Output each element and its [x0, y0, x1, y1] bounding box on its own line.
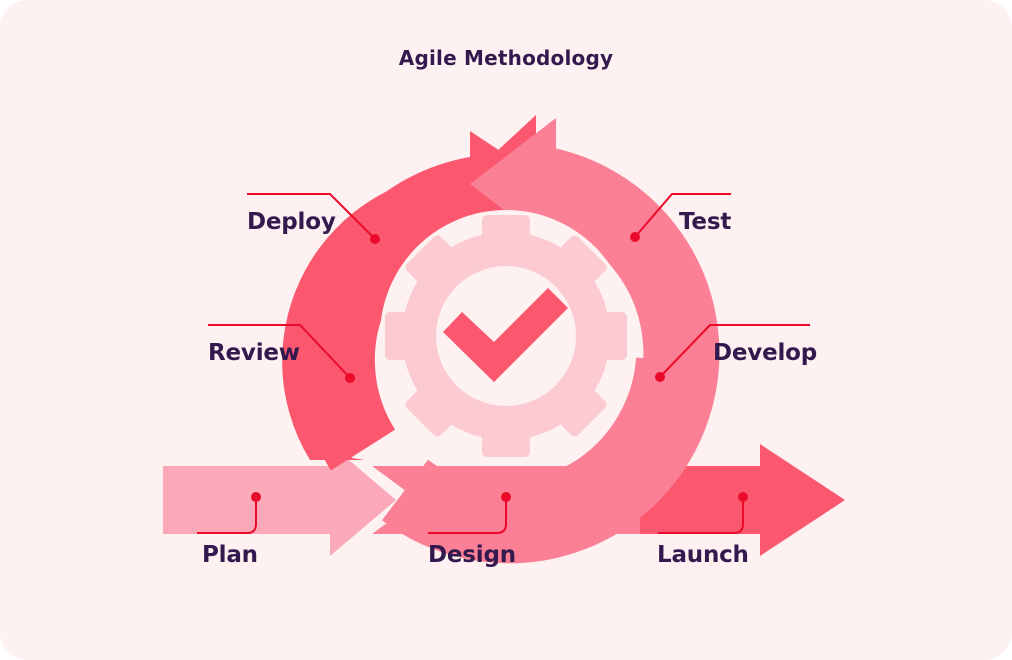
develop-leader [659, 324, 810, 378]
leader-lines [197, 193, 810, 534]
plan-dot [251, 492, 261, 502]
stage-label-review[interactable]: Review [208, 340, 300, 366]
stage-label-test[interactable]: Test [679, 209, 732, 235]
plan-leader [197, 497, 257, 534]
deploy-leader [247, 193, 376, 240]
plan-arrow-shape [163, 444, 396, 556]
develop-dot [655, 372, 665, 382]
stage-label-design[interactable]: Design [428, 542, 516, 568]
deploy-dot [370, 234, 380, 244]
test-dot [630, 232, 640, 242]
stage-label-deploy[interactable]: Deploy [247, 209, 336, 235]
review-leader [208, 324, 351, 379]
stage-label-develop[interactable]: Develop [713, 340, 818, 366]
review-dot [345, 373, 355, 383]
check-icon-stroke [443, 288, 568, 382]
design-dot [501, 492, 511, 502]
spiral-tail [415, 356, 704, 551]
test-leader [634, 193, 731, 238]
stage-label-plan[interactable]: Plan [202, 542, 258, 568]
launch-dot [738, 492, 748, 502]
launch-leader [658, 497, 744, 534]
stage-label-launch[interactable]: Launch [657, 542, 749, 568]
design-leader [428, 497, 507, 534]
page-title: Agile Methodology [398, 46, 614, 70]
